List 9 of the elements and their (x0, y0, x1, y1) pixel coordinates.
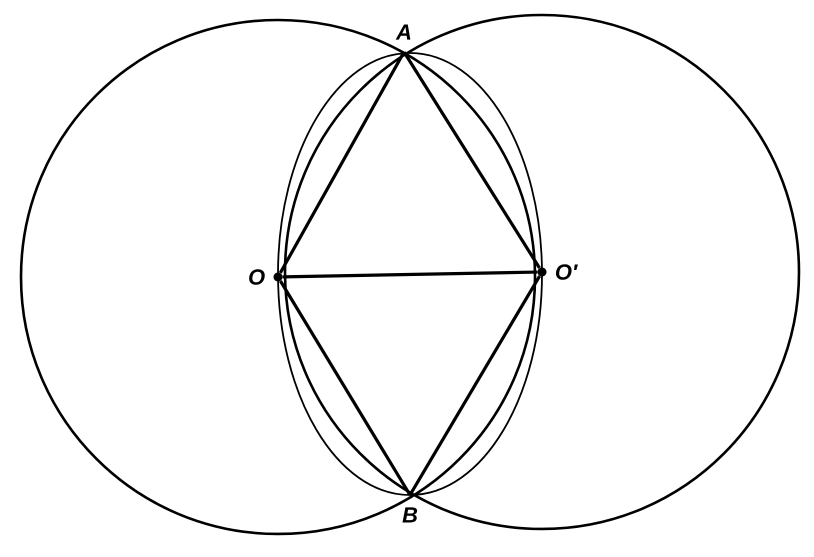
line-segment (408, 275, 541, 496)
line-segment (402, 51, 541, 269)
line-segment (279, 280, 412, 496)
line-segment (278, 51, 406, 274)
node-label: O (249, 269, 265, 285)
line-segment (282, 270, 538, 278)
point: A (394, 22, 414, 42)
point: B (400, 505, 420, 524)
node-label: O′ (556, 264, 578, 280)
